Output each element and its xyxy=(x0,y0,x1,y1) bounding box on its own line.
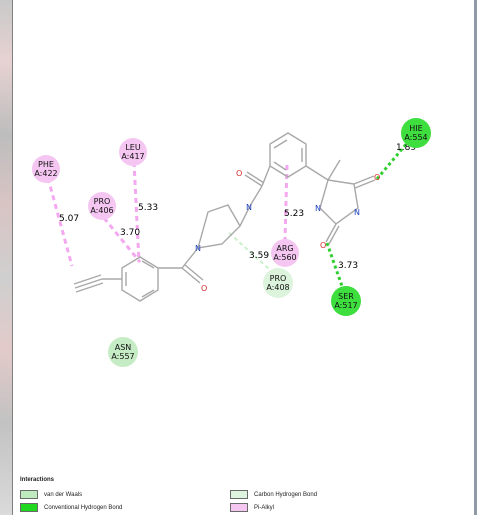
residue-name: ASN xyxy=(115,343,132,352)
hydantoin-carbonyl-1a xyxy=(353,175,375,185)
atom-labels: O N N O N N O O xyxy=(195,169,380,293)
atom-o-hydantoin-1: O xyxy=(374,173,380,182)
hydantoin-carbonyl-2b xyxy=(328,225,340,245)
carbonyl-link xyxy=(181,247,199,269)
residue-number: A:422 xyxy=(34,169,57,178)
residue-number: A:517 xyxy=(334,301,357,310)
methyl-bond xyxy=(327,159,341,181)
legend-item-conventional-hydrogen-bond: Conventional Hydrogen Bond xyxy=(20,503,122,512)
atom-n-hydantoin-2: N xyxy=(354,208,360,217)
distance-label-leu417: 5.33 xyxy=(138,203,158,213)
legend-swatch-pi-alkyl xyxy=(230,503,248,512)
pyrrolidine-ring xyxy=(197,204,241,249)
legend-title: Interactions xyxy=(20,477,55,483)
atom-o-amide: O xyxy=(236,169,242,178)
carbonyl-double-2 xyxy=(184,264,204,281)
residue-number: A:408 xyxy=(266,283,289,292)
residue-name: LEU xyxy=(125,143,141,152)
legend-label-pi-alkyl: Pi-Alkyl xyxy=(254,504,275,511)
residue-number: A:557 xyxy=(111,352,134,361)
amide-double-1 xyxy=(244,174,263,187)
distance-label-hie554: 1.89 xyxy=(396,143,416,153)
legend-label-conventional-hydrogen-bond: Conventional Hydrogen Bond xyxy=(44,504,123,511)
distance-label-pro406: 3.70 xyxy=(120,228,140,238)
legend-item-carbon-hydrogen-bond: Carbon Hydrogen Bond xyxy=(230,490,317,499)
quaternary-bond xyxy=(305,165,329,181)
residue-name: ARG xyxy=(276,244,293,253)
atom-o-carbonyl-left: O xyxy=(201,284,207,293)
ethynyl-triple-2 xyxy=(73,274,102,285)
ring-right-inner-bond-3 xyxy=(273,161,287,171)
legend-item-pi-alkyl: Pi-Alkyl xyxy=(230,503,274,512)
residue-asn557[interactable]: ASN A:557 xyxy=(108,337,138,367)
residue-phe422[interactable]: PHE A:422 xyxy=(32,155,60,183)
distance-labels: 5.07 5.33 3.70 5.23 3.59 1.89 3.73 xyxy=(59,143,416,271)
atom-n-pyrrolidine: N xyxy=(195,244,201,253)
residue-number: A:417 xyxy=(121,152,144,161)
benzene-ring-right xyxy=(269,132,307,178)
distance-label-ser517: 3.73 xyxy=(338,261,358,271)
hydantoin-ring xyxy=(319,179,359,225)
interaction-line-phe422 xyxy=(46,177,74,267)
residue-discs: PHE A:422 LEU A:417 PRO A:406 ARG A:560 … xyxy=(32,118,431,367)
legend-swatch-carbon-hydrogen-bond xyxy=(230,490,248,499)
interaction-line-ser517 xyxy=(325,242,345,290)
interaction-line-pro408 xyxy=(228,232,279,278)
distance-label-arg560: 5.23 xyxy=(284,209,304,219)
atom-o-hydantoin-2: O xyxy=(320,241,326,250)
residue-hie554[interactable]: HIE A:554 xyxy=(401,118,431,148)
window-edge xyxy=(474,0,477,515)
benzene-ring-left xyxy=(121,256,159,302)
hydantoin-carbonyl-2a xyxy=(325,223,337,243)
interaction-line-hie554 xyxy=(375,142,409,180)
ethynyl-triple-1 xyxy=(74,278,103,289)
interactions-legend: Interactions van der Waals Conventional … xyxy=(20,477,460,513)
interaction-line-leu417 xyxy=(132,161,141,263)
residue-name: PRO xyxy=(270,274,287,283)
residue-number: A:554 xyxy=(404,133,427,142)
residue-ser517[interactable]: SER A:517 xyxy=(331,286,361,316)
legend-label-van-der-waals: van der Waals xyxy=(44,491,83,498)
atom-n-amide: N xyxy=(246,203,252,212)
ethynyl-triple-3 xyxy=(75,282,104,293)
ring-left-inner-bond-3 xyxy=(141,289,155,298)
residue-name: PRO xyxy=(94,197,111,206)
interaction-line-pro406 xyxy=(102,217,142,263)
residue-arg560[interactable]: ARG A:560 xyxy=(271,239,299,267)
atom-n-hydantoin-1: N xyxy=(315,204,321,213)
amide-ring-bond xyxy=(261,165,271,187)
amide-bond-2 xyxy=(249,185,263,207)
amide-double-2 xyxy=(246,171,265,184)
legend-swatch-van-der-waals xyxy=(20,490,38,499)
interaction-lines xyxy=(46,142,409,290)
residue-pro406[interactable]: PRO A:406 xyxy=(88,192,116,220)
residue-pro408[interactable]: PRO A:408 xyxy=(263,268,293,298)
residue-leu417[interactable]: LEU A:417 xyxy=(119,138,147,166)
amide-bond-1 xyxy=(239,205,251,227)
legend-item-van-der-waals: van der Waals xyxy=(20,490,82,499)
interaction-line-arg560 xyxy=(283,164,289,241)
legend-swatch-conventional-hydrogen-bond xyxy=(20,503,38,512)
residue-name: PHE xyxy=(38,160,54,169)
residue-name: SER xyxy=(338,292,354,301)
ring-right-inner-bond-1 xyxy=(273,139,288,149)
distance-label-phe422: 5.07 xyxy=(59,214,79,224)
residue-number: A:406 xyxy=(90,206,113,215)
protein-surface-strip xyxy=(0,0,13,515)
residue-number: A:560 xyxy=(273,253,296,262)
carbonyl-double-1 xyxy=(181,267,201,284)
residue-name: HIE xyxy=(409,124,422,133)
distance-label-pro408: 3.59 xyxy=(249,251,269,261)
hydantoin-carbonyl-1b xyxy=(354,179,376,189)
ring-left-inner-bond-2 xyxy=(141,260,155,269)
legend-label-carbon-hydrogen-bond: Carbon Hydrogen Bond xyxy=(254,491,318,498)
ligand-structure xyxy=(73,132,376,302)
